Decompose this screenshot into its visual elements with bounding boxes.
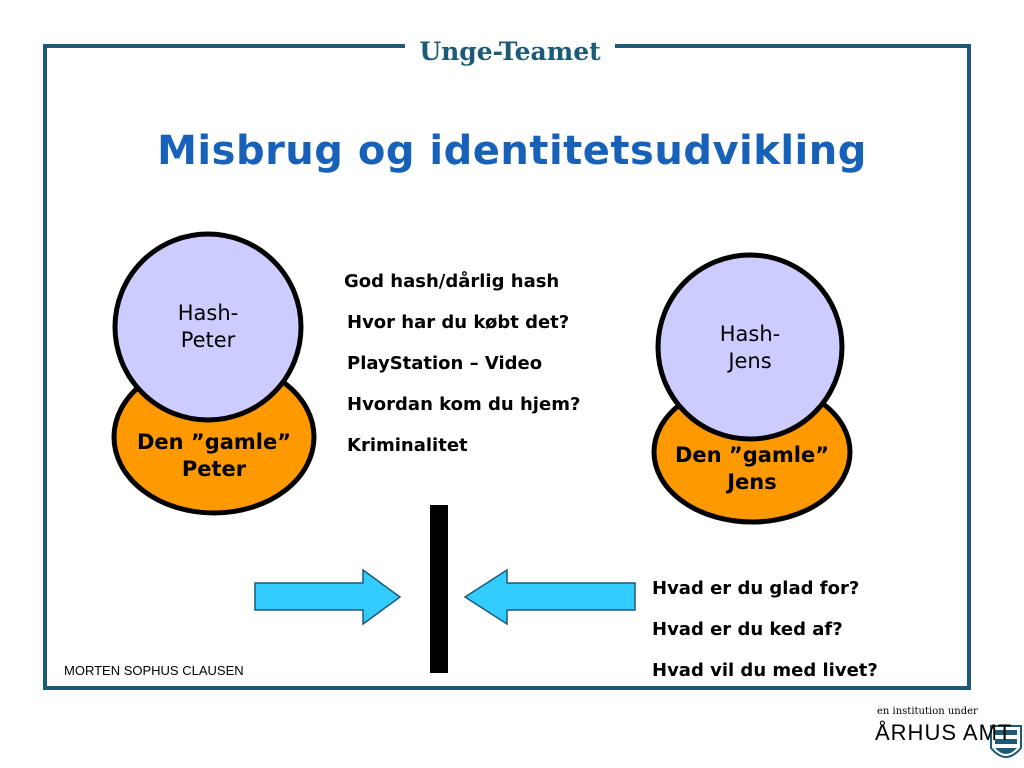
hash-topic-item: PlayStation – Video [347, 353, 543, 374]
divider-bar [430, 505, 448, 673]
right-old-self-label: Den ”gamle” Jens [662, 442, 842, 496]
left-hash-self-circle [112, 231, 304, 423]
author-name: MORTEN SOPHUS CLAUSEN [64, 663, 244, 678]
slide-title: Misbrug og identitetsudvikling [157, 128, 867, 174]
right-pointing-arrow [254, 568, 402, 626]
logo-caption: en institution under [877, 706, 978, 717]
left-pointing-arrow [463, 568, 636, 626]
hash-topic-item: Kriminalitet [347, 435, 468, 456]
right-hash-self-circle [655, 252, 845, 442]
left-old-self-label: Den ”gamle” Peter [124, 429, 304, 483]
left-old-self-label-line2: Peter [181, 457, 247, 481]
life-question-item: Hvad vil du med livet? [652, 660, 878, 681]
right-hash-self-label: Hash- Jens [690, 321, 810, 375]
left-hash-self-label-line1: Hash- [177, 301, 239, 325]
hash-topic-item: Hvordan kom du hjem? [347, 394, 581, 415]
hash-topic-item: God hash/dårlig hash [344, 271, 560, 292]
aarhus-amt-shield-icon [990, 725, 1022, 758]
hash-topic-item: Hvor har du købt det? [347, 312, 570, 333]
left-hash-self-label-line2: Peter [180, 328, 236, 352]
hash-topics-list: God hash/dårlig hash Hvor har du købt de… [344, 270, 580, 475]
life-question-item: Hvad er du ked af? [652, 619, 843, 640]
left-hash-self-label: Hash- Peter [148, 300, 268, 354]
left-old-self-label-line1: Den ”gamle” [136, 430, 292, 454]
right-hash-self-label-line2: Jens [728, 349, 772, 373]
right-old-self-label-line2: Jens [727, 470, 777, 494]
life-question-item: Hvad er du glad for? [652, 578, 860, 599]
right-old-self-label-line1: Den ”gamle” [674, 443, 830, 467]
life-questions-list: Hvad er du glad for? Hvad er du ked af? … [652, 577, 878, 700]
logo-name: ÅRHUS AMT [875, 720, 1013, 745]
right-hash-self-label-line1: Hash- [719, 322, 781, 346]
header-title: Unge-Teamet [405, 30, 615, 74]
